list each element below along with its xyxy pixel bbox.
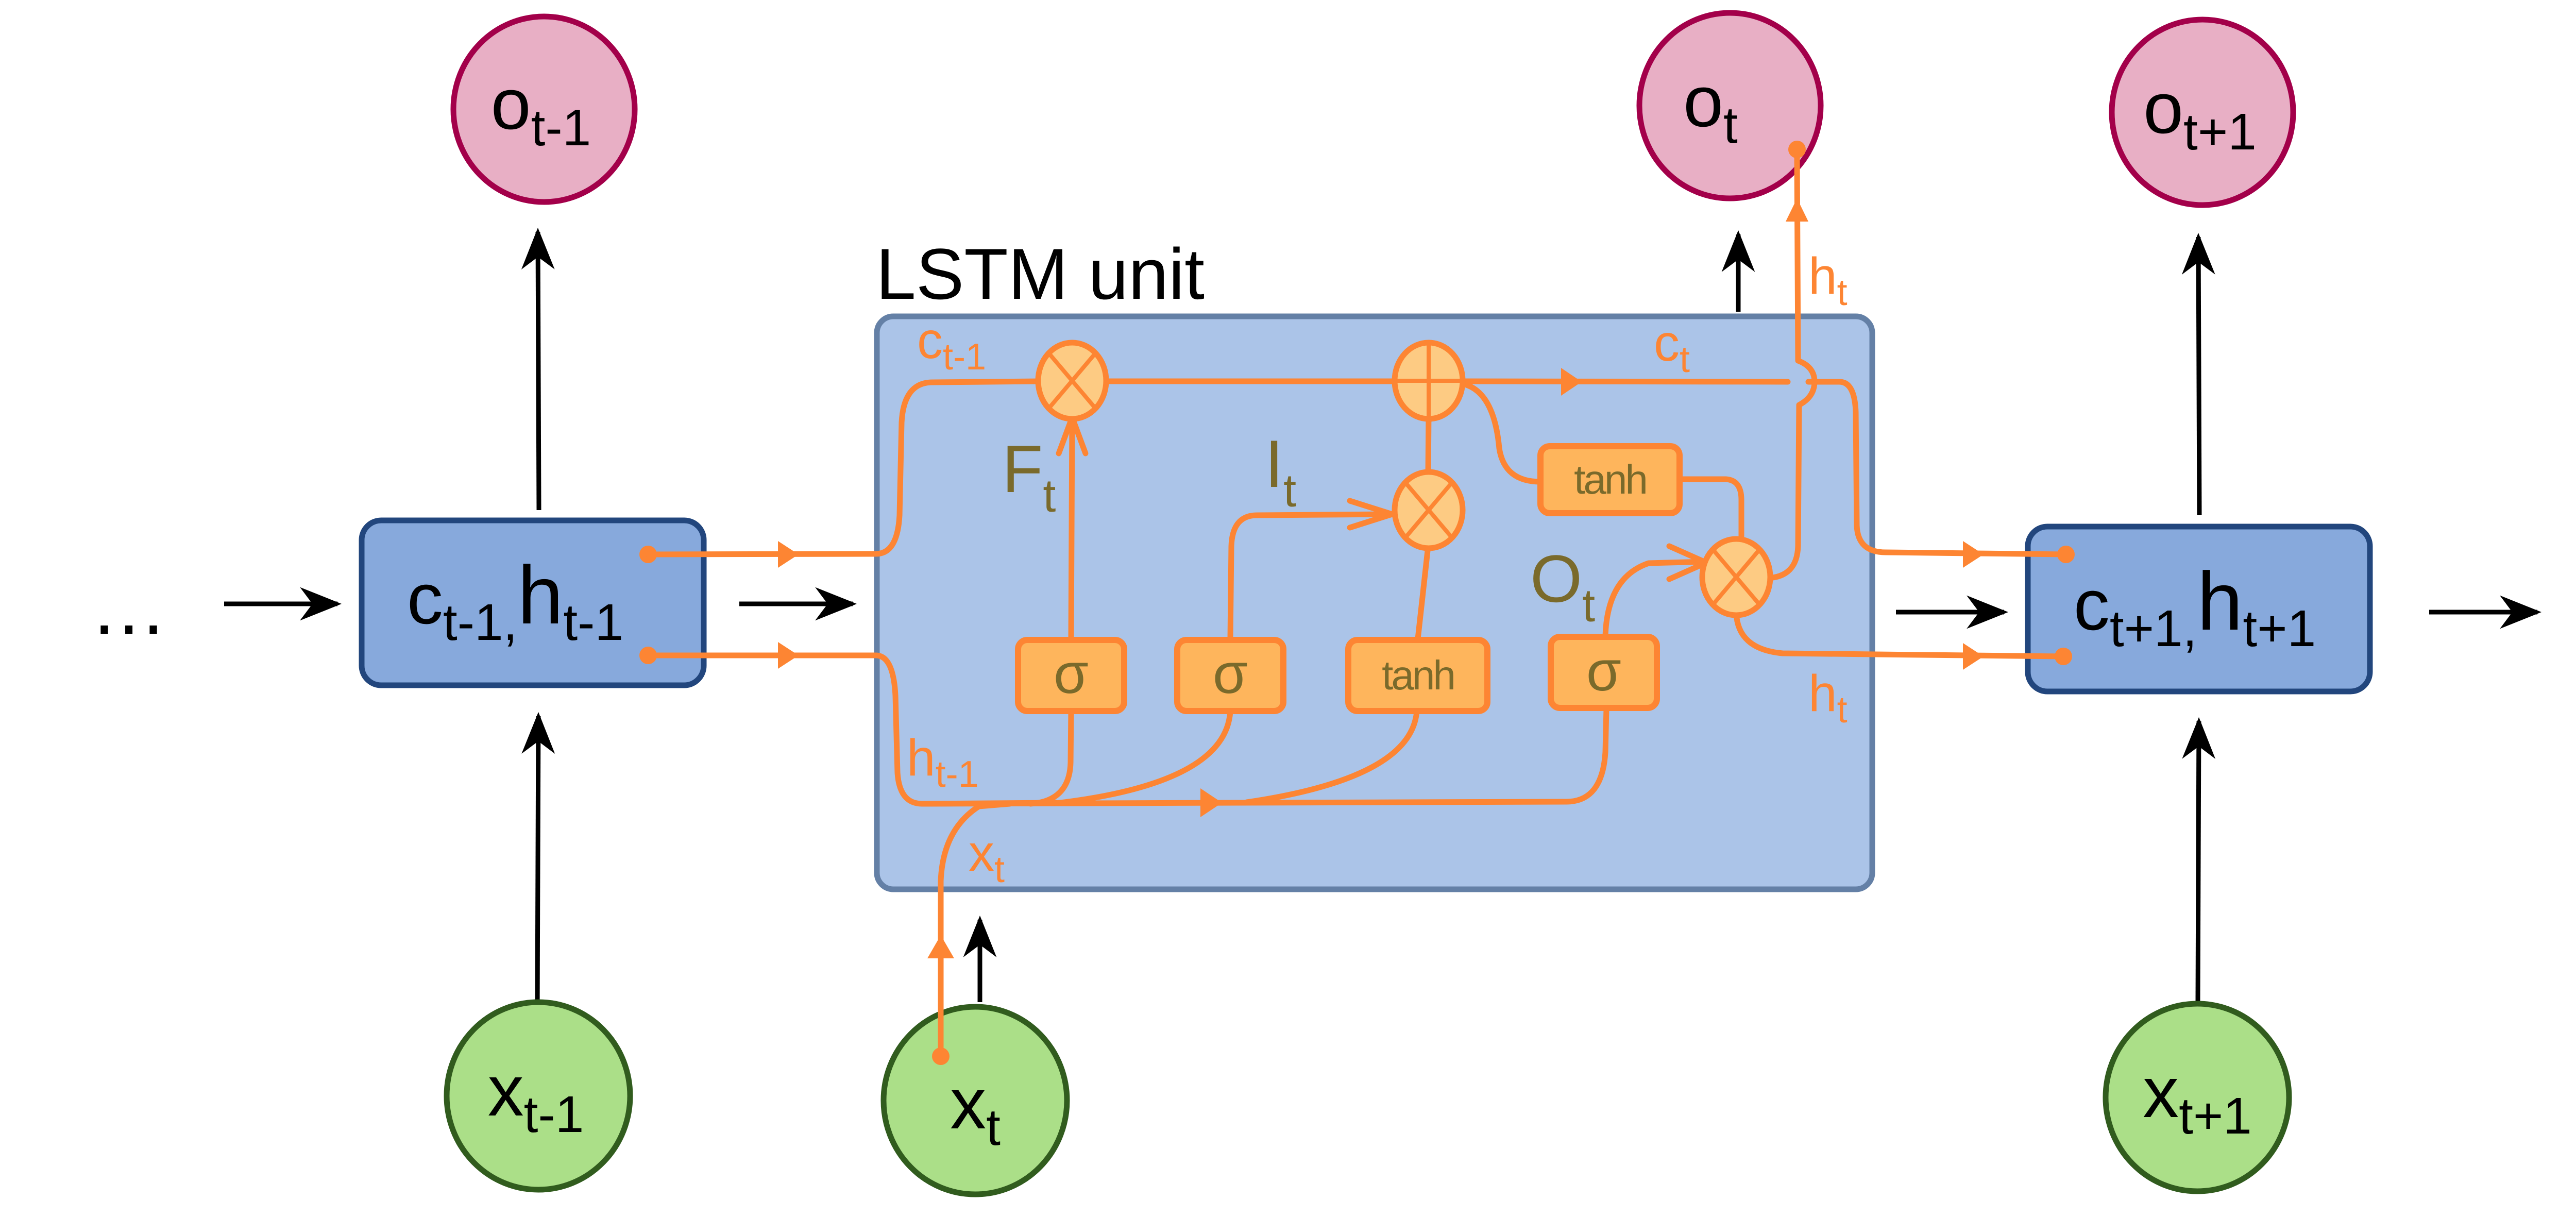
label-c-current: ct: [1654, 314, 1690, 380]
wire-candidate: [1415, 412, 1432, 642]
ellipsis-left: …: [90, 564, 167, 650]
svg-text:xt+1: xt+1: [2143, 1052, 2252, 1145]
wire-h-prev: [639, 642, 1059, 807]
unit-title: LSTM unit: [876, 233, 1205, 314]
svg-text:tanh: tanh: [1574, 457, 1646, 502]
gate-candidate-tanh: tanh: [1345, 637, 1490, 714]
wire-c-prev: [639, 378, 1043, 568]
output-multiply-op: [1699, 536, 1773, 618]
wire-h-out: [1733, 141, 2072, 670]
svg-text:ot: ot: [1683, 61, 1738, 154]
plus-op: [1392, 340, 1466, 422]
svg-text:tanh: tanh: [1382, 652, 1454, 698]
svg-text:xt-1: xt-1: [488, 1050, 584, 1143]
arrow-input-next-to-state: [2182, 717, 2216, 1003]
forget-multiply-op: [1035, 340, 1109, 422]
gate-forget-sigma: σ: [1015, 637, 1127, 714]
state-box-next: ct+1,ht+1: [2025, 523, 2373, 695]
arrow-state-next-to-output: [2181, 232, 2215, 516]
label-h-prev: ht-1: [907, 729, 979, 795]
wire-cell-state: [1102, 368, 2075, 568]
output-node-prev: ot-1: [450, 13, 638, 205]
wire-cell-to-tanh: [1460, 381, 1544, 485]
input-node-current: xt: [880, 1004, 1070, 1197]
output-node-next: ot+1: [2109, 16, 2296, 208]
input-node-next: xt+1: [2103, 1001, 2292, 1194]
svg-text:σ: σ: [1586, 639, 1621, 703]
svg-text:σ: σ: [1213, 642, 1248, 705]
gate-output-sigma: σ: [1548, 634, 1660, 711]
output-node-current: ot: [1636, 10, 1824, 201]
svg-text:ct+1,ht+1: ct+1,ht+1: [2074, 555, 2316, 657]
label-x-current: xt: [969, 824, 1005, 890]
svg-text:ot-1: ot-1: [491, 63, 591, 157]
svg-text:ct-1,ht-1: ct-1,ht-1: [407, 549, 623, 651]
gate-input-sigma: σ: [1174, 637, 1286, 714]
arrow-state-prev-to-output: [521, 227, 555, 511]
state-box-prev: ct-1,ht-1: [359, 517, 707, 688]
input-node-prev: xt-1: [444, 999, 633, 1193]
svg-text:xt: xt: [950, 1063, 1001, 1156]
label-input: It: [1265, 426, 1296, 517]
label-output: Ot: [1530, 541, 1595, 632]
wire-tanh-to-output: [1677, 476, 1744, 544]
svg-text:ot+1: ot+1: [2143, 67, 2257, 161]
arrow-input-prev-to-state: [521, 712, 555, 1010]
input-multiply-op: [1392, 469, 1466, 551]
wire-bus: [919, 705, 1609, 817]
label-c-prev: ct-1: [917, 312, 986, 378]
cell-tanh-box: tanh: [1537, 443, 1683, 516]
label-h-out-right: ht: [1808, 665, 1848, 731]
label-h-out-up: ht: [1808, 247, 1848, 313]
label-forget: Ft: [1002, 431, 1056, 522]
wire-x-current: [927, 801, 1013, 1065]
svg-text:σ: σ: [1054, 642, 1089, 705]
